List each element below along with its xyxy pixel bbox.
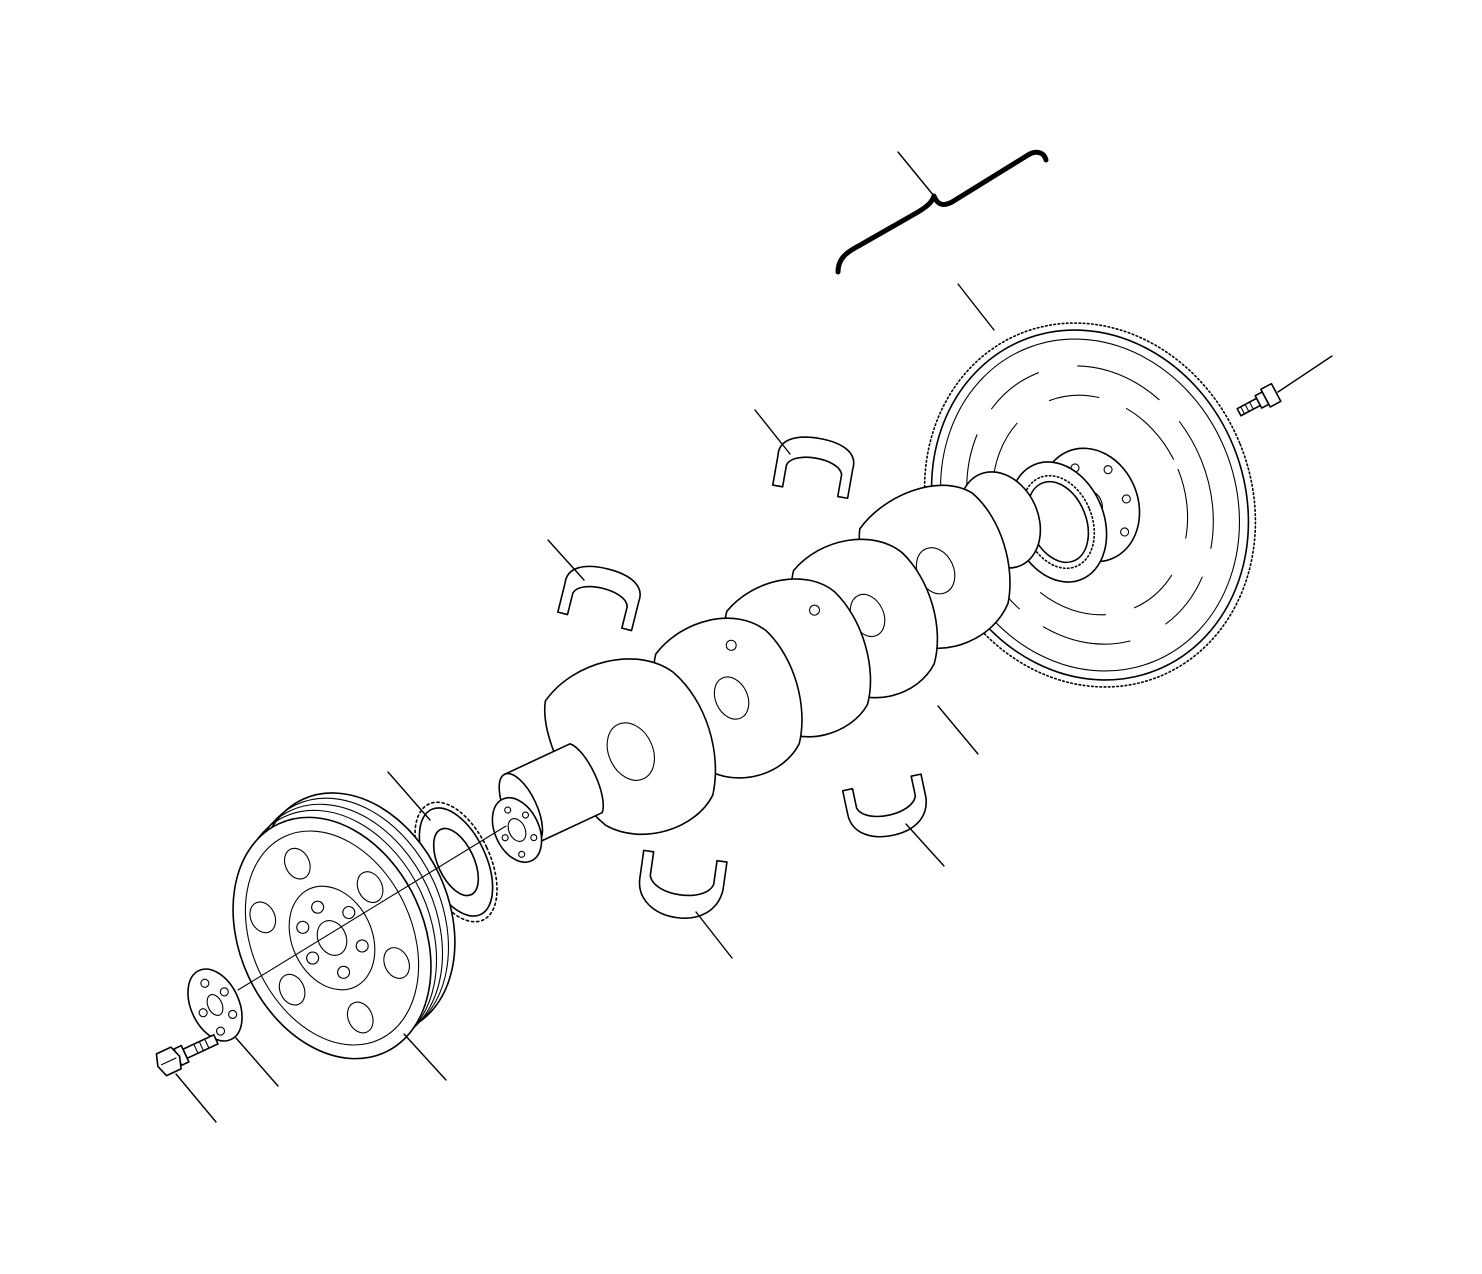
crankshaft [491, 471, 1042, 863]
leader-pulley-bolt [175, 1073, 217, 1123]
main-bearing-lower-rear [841, 773, 927, 838]
leader-bearing-lower-rear [905, 823, 945, 867]
pulley-bolt [155, 1034, 219, 1077]
leader-pulley-washer [235, 1037, 279, 1087]
leader-timing-gear [387, 771, 431, 821]
flywheel-bolt [1236, 382, 1282, 417]
leader-crankshaft [937, 705, 979, 755]
pulley-washer [187, 968, 243, 1042]
leader-bearing-lower-front [695, 911, 733, 959]
leader-group-brace [897, 151, 935, 197]
leader-bearing-upper-rear [754, 409, 791, 455]
main-bearing-lower-front [638, 849, 728, 919]
leader-crankshaft-pulley [403, 1033, 447, 1081]
crankshaft-pulley [232, 792, 456, 1060]
leader-bearing-upper-front [547, 539, 585, 581]
main-bearing-upper-rear [771, 436, 855, 500]
main-bearing-upper-front [557, 565, 641, 632]
leader-flywheel-bolt [1277, 355, 1333, 393]
assembly-axis-line [237, 825, 507, 991]
group-brace [835, 149, 1049, 275]
callout-leaders [175, 151, 1333, 1123]
leader-flywheel [957, 283, 995, 331]
